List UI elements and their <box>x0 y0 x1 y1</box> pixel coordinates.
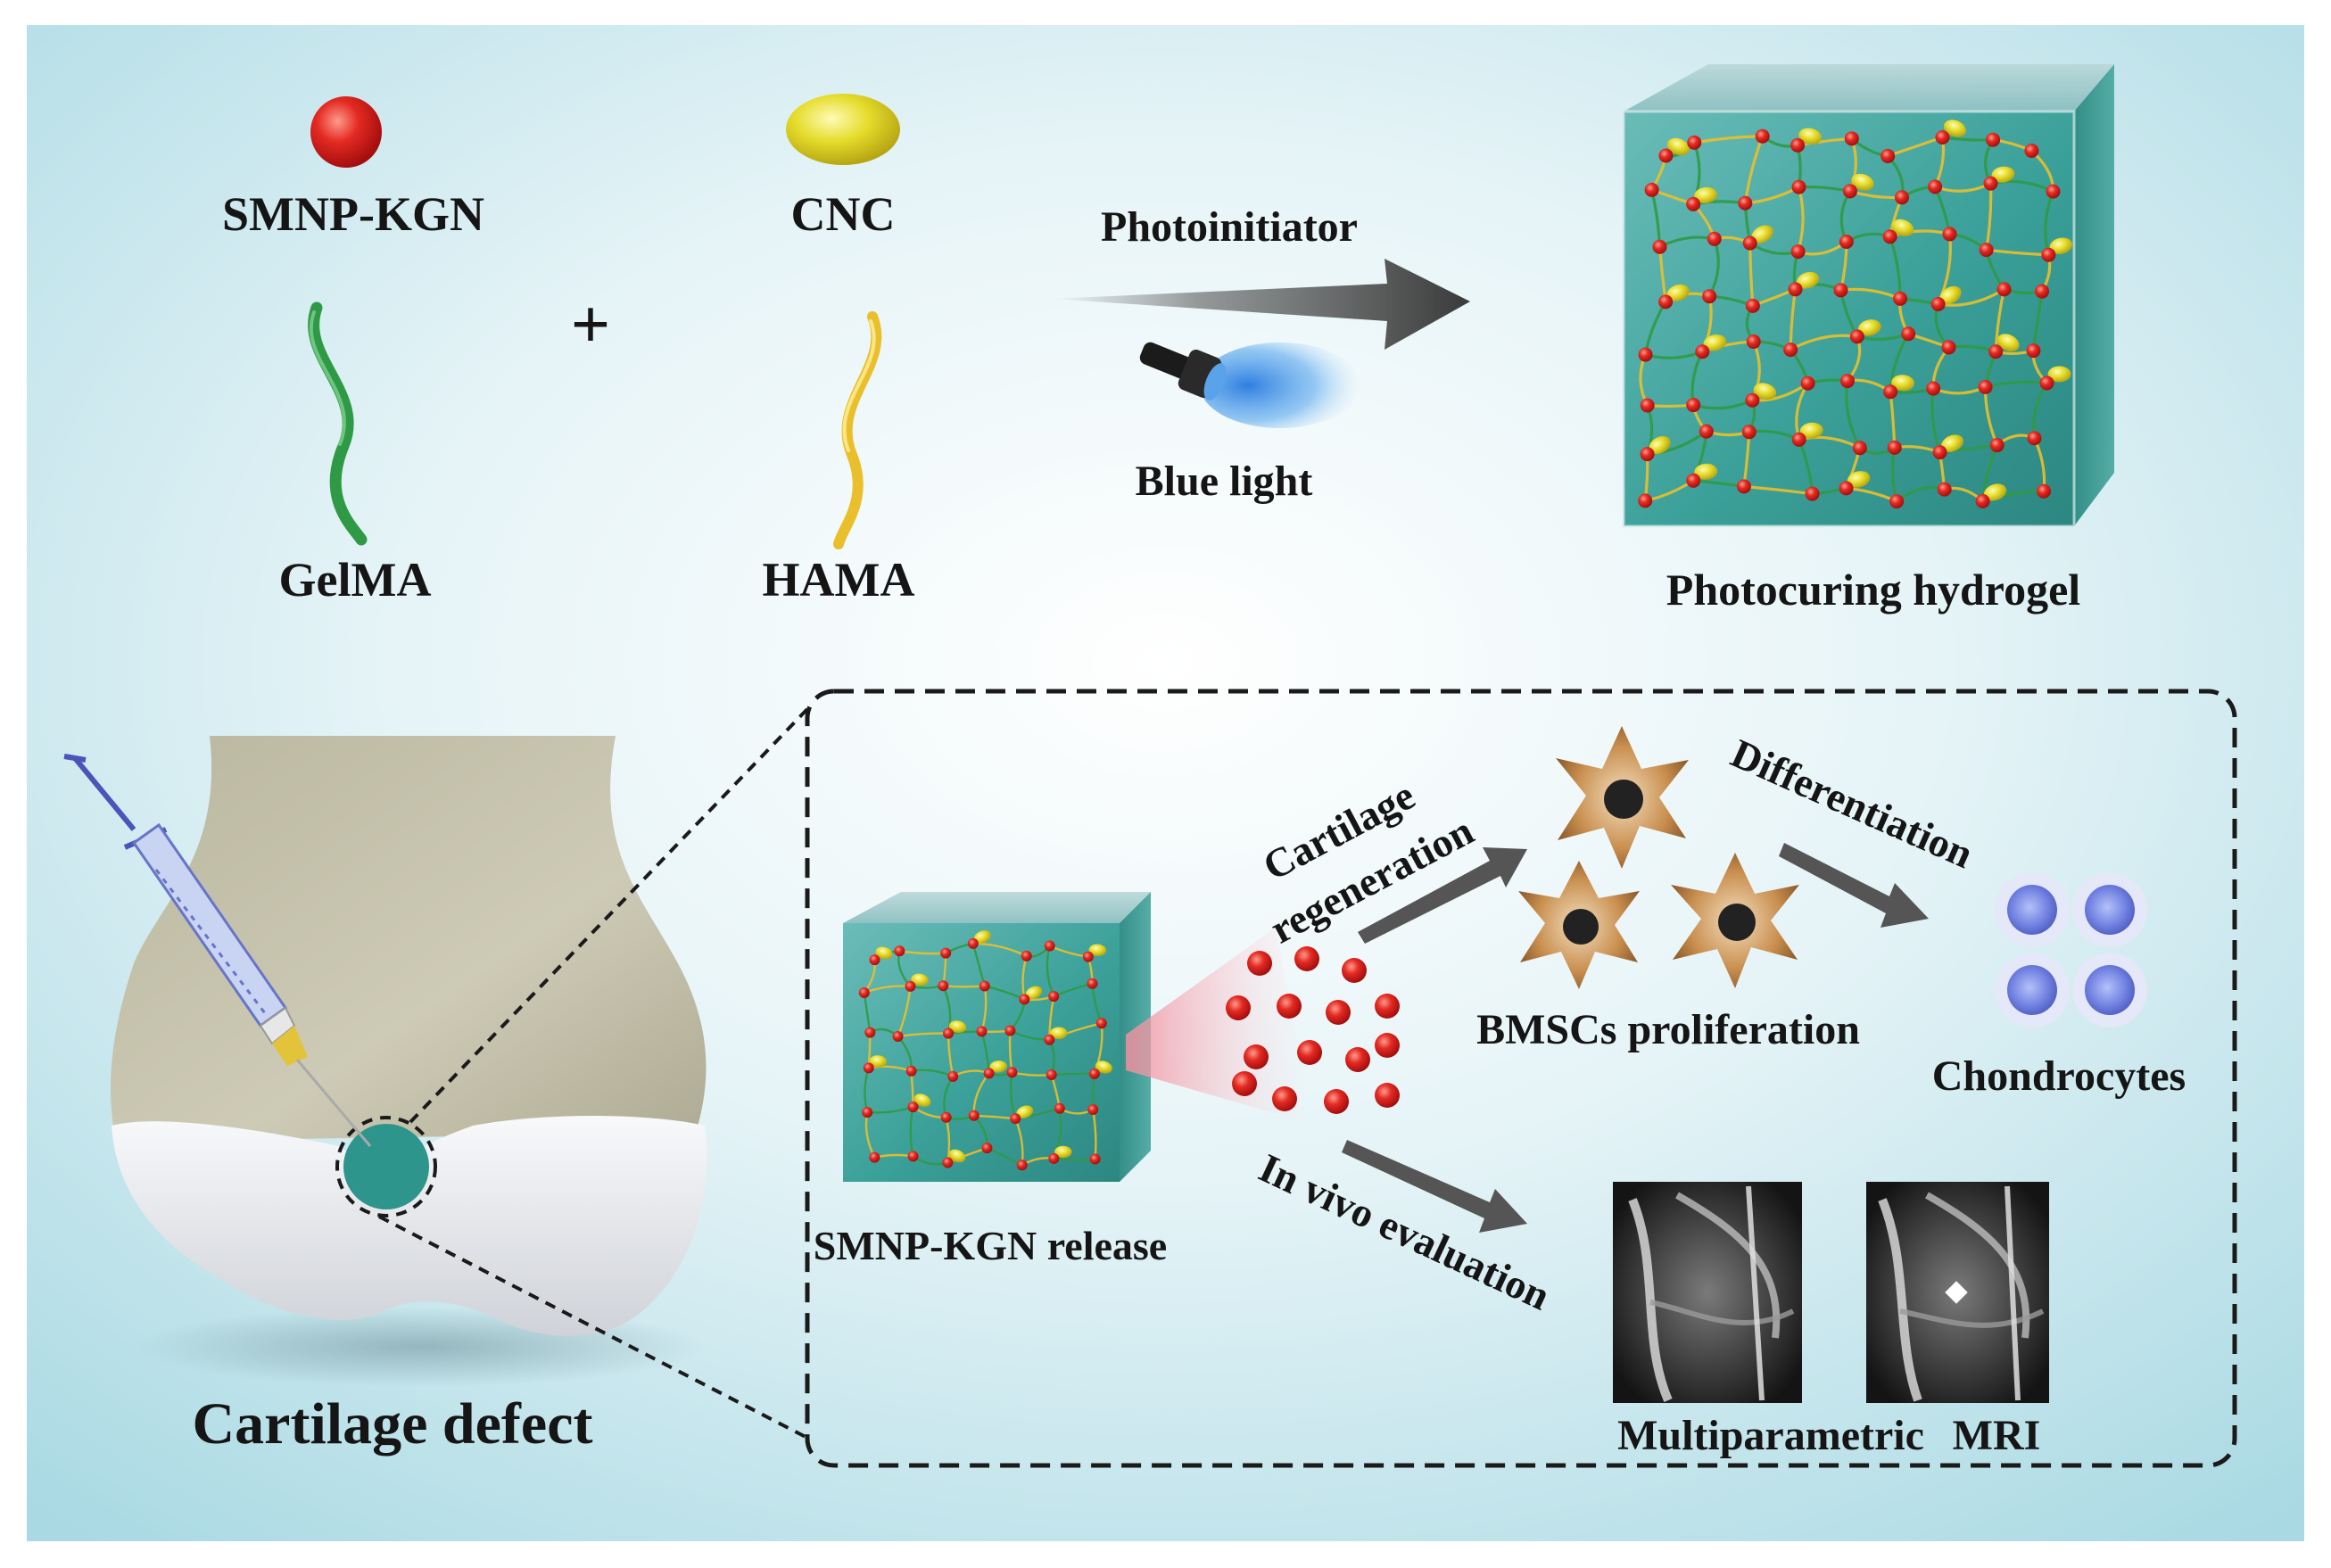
smnp-kgn-release-label: SMNP-KGN release <box>814 1223 1167 1268</box>
smnp-kgn-label: SMNP-KGN <box>222 187 484 241</box>
cnc-label: CNC <box>791 187 896 241</box>
photoinitiator-label: Photoinitiator <box>1101 203 1358 251</box>
hydrogel-cube-icon <box>1622 64 2114 528</box>
mri-scan-image-2 <box>1866 1182 2049 1403</box>
zoom-line-top <box>409 707 809 1124</box>
bmscs-proliferation-label: BMSCs proliferation <box>1476 1006 1860 1053</box>
blue-light-label: Blue light <box>1136 458 1313 505</box>
regeneration-arrow-icon <box>1358 847 1527 944</box>
hama-label: HAMA <box>763 553 915 607</box>
differentiation-arrow-icon <box>1779 843 1929 928</box>
zoom-line-bottom <box>378 1215 808 1440</box>
flashlight-icon <box>1139 342 1360 428</box>
cnc-ellipsoid-icon <box>786 94 900 165</box>
smnp-kgn-sphere-icon <box>310 96 382 168</box>
femur-bone <box>111 736 707 1142</box>
cartilage-defect-site <box>343 1124 429 1209</box>
bmsc-cells-icon <box>1518 726 1799 989</box>
cartilage-surface <box>112 1116 707 1336</box>
knee-joint-illustration <box>111 736 707 1387</box>
in-vivo-arrow-icon <box>1342 1140 1527 1233</box>
chondrocytes-label: Chondrocytes <box>1932 1052 2186 1100</box>
mri-scan-image-1 <box>1613 1182 1802 1403</box>
gelma-strand-icon <box>308 301 368 546</box>
mechanism-detail-frame <box>805 689 2237 1468</box>
released-smnp-kgn-particles <box>1226 946 1400 1114</box>
reaction-arrow-icon <box>1053 259 1470 350</box>
syringe-icon <box>63 754 372 1147</box>
defect-highlight-circle <box>335 1116 437 1217</box>
chondrocyte-cells-icon <box>1995 872 2147 1027</box>
small-hydrogel-cube-icon <box>843 892 1151 1182</box>
hama-strand-icon <box>833 311 882 549</box>
cartilage-defect-label: Cartilage defect <box>193 1391 593 1457</box>
release-beam <box>1126 928 1311 1124</box>
plus-sign: + <box>571 285 610 363</box>
multiparametric-label: Multiparametric <box>1617 1412 1924 1459</box>
mri-label: MRI <box>1953 1412 2041 1459</box>
gelma-label: GelMA <box>279 553 432 607</box>
photocuring-hydrogel-label: Photocuring hydrogel <box>1666 565 2080 615</box>
